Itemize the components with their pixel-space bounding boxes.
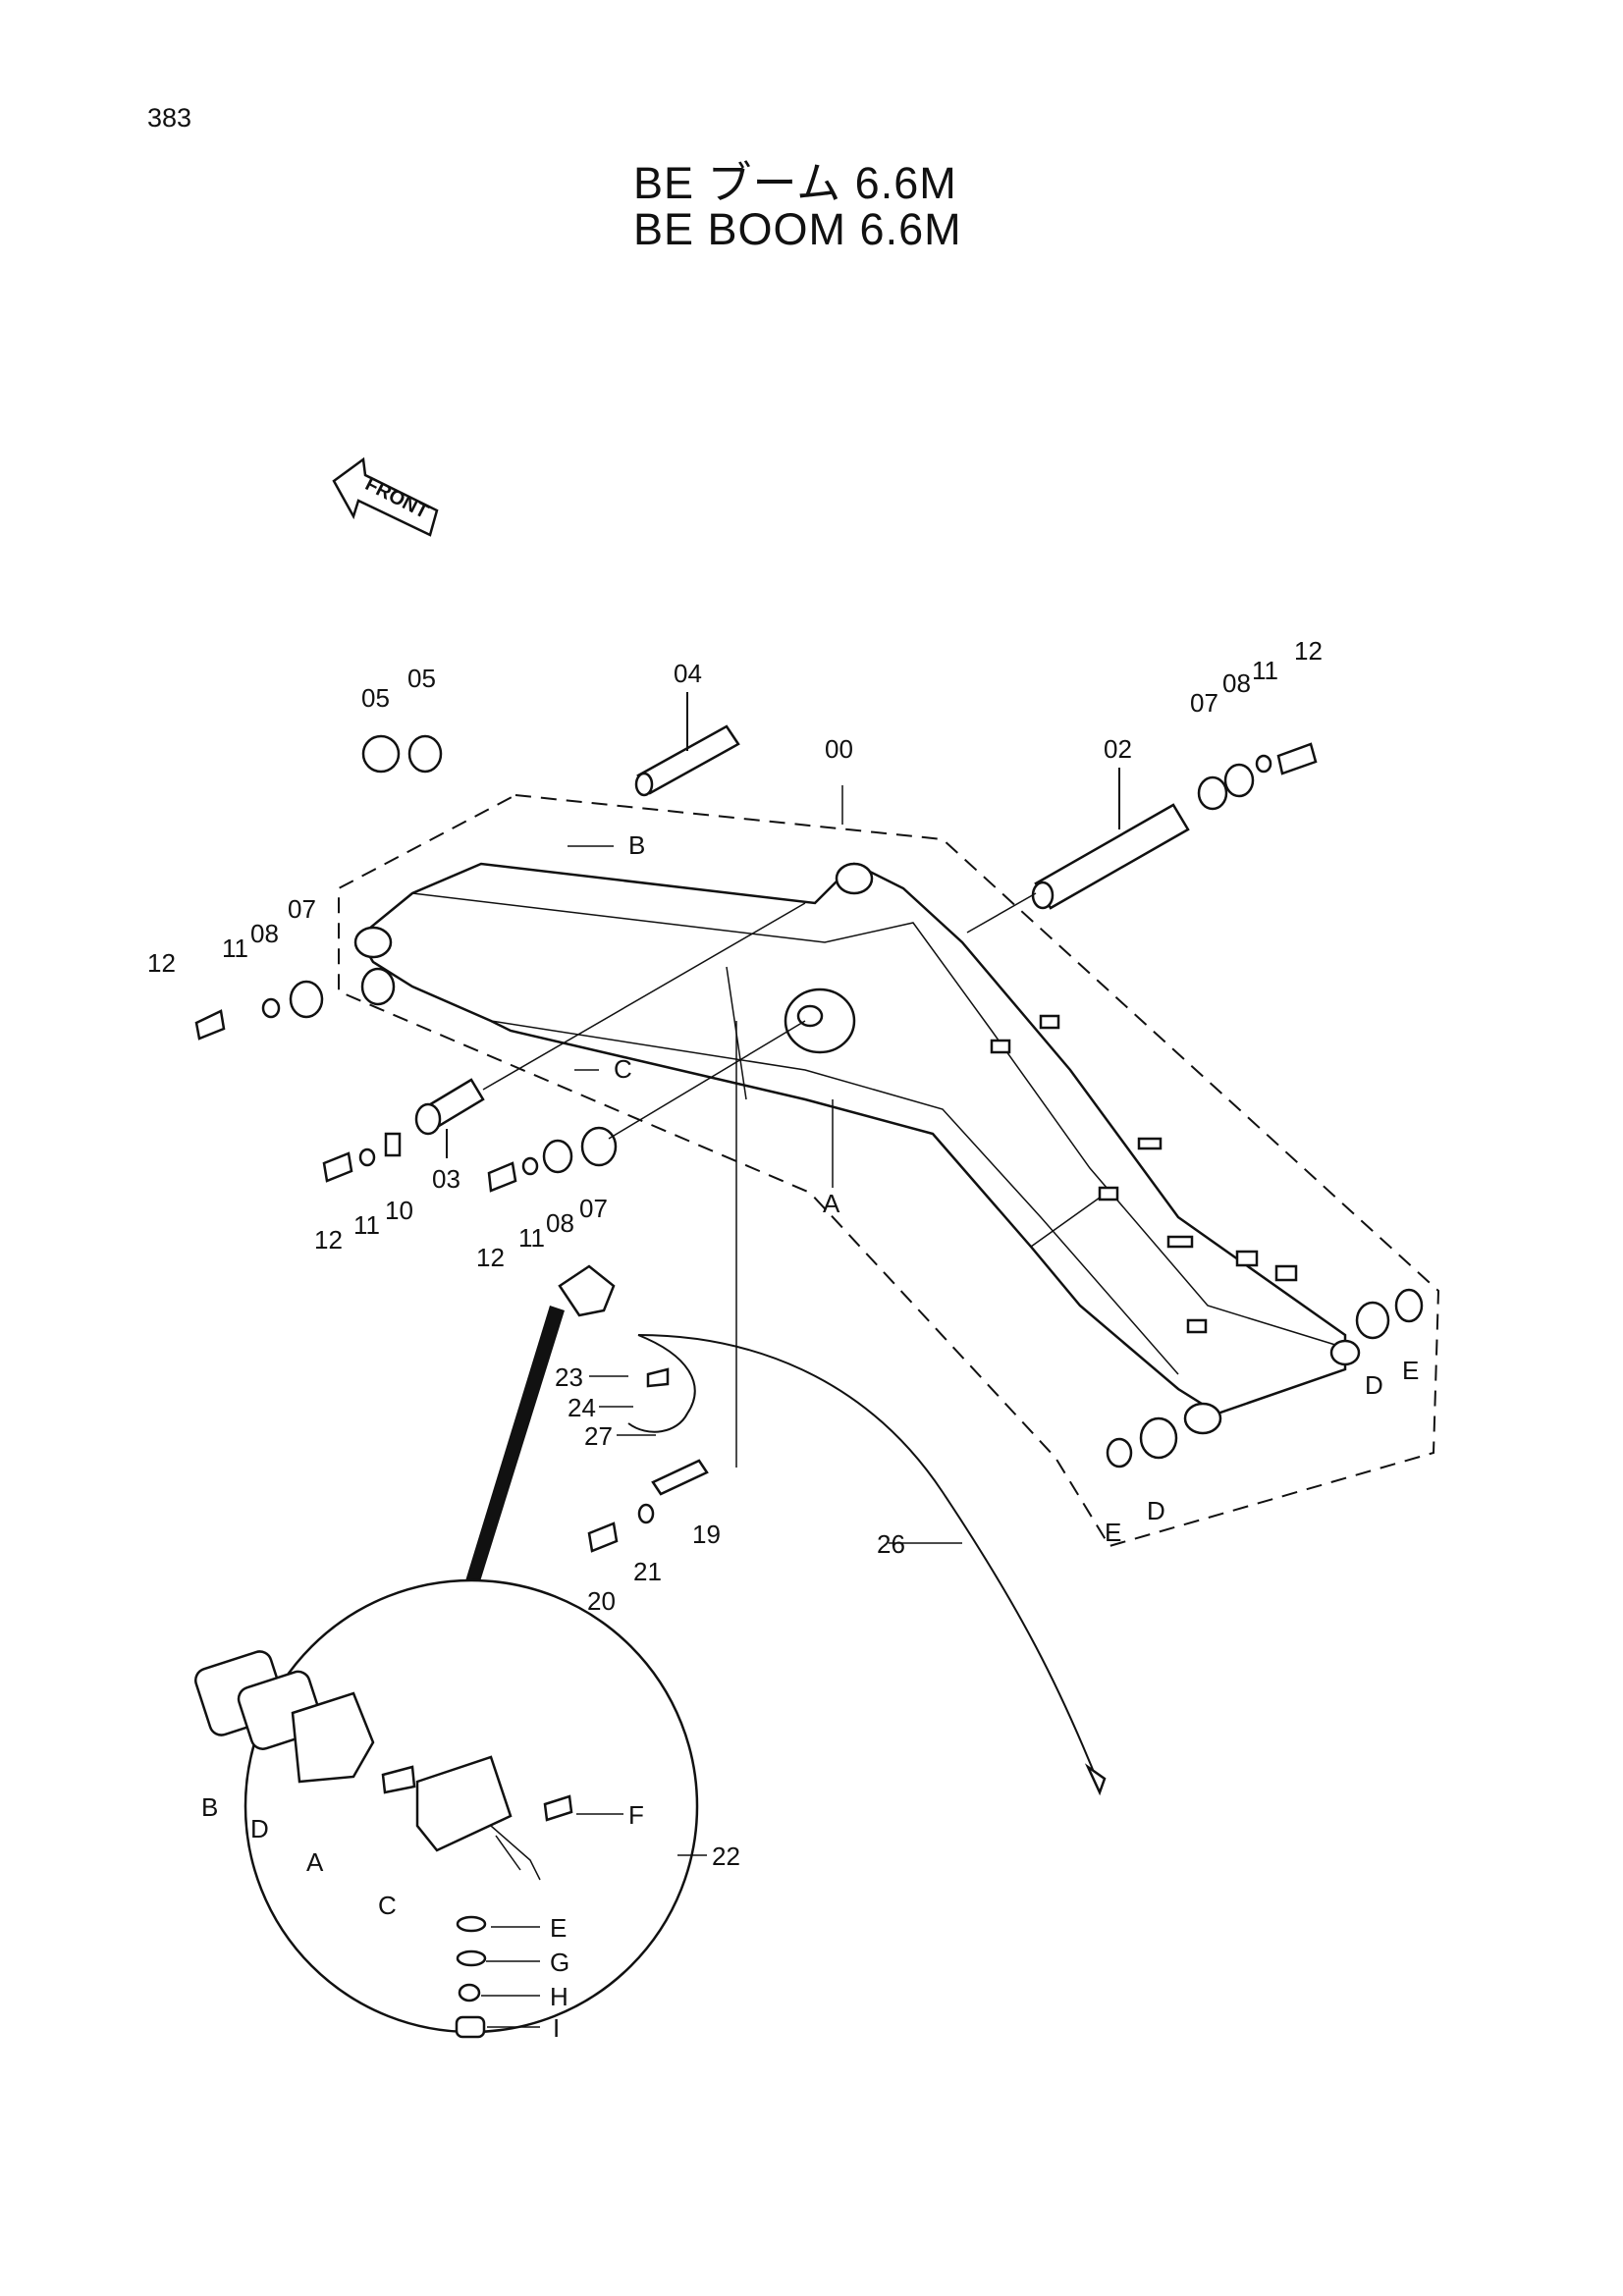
light-detail-view (194, 1578, 699, 2039)
label-23: 23 (555, 1362, 583, 1392)
pin-03 (414, 902, 806, 1158)
label-27: 27 (584, 1421, 613, 1451)
label-02: 02 (1104, 734, 1132, 764)
part-labels: 12 11 08 07 05 05 04 00 02 07 08 11 12 B… (147, 636, 1419, 2043)
label-19: 19 (692, 1520, 721, 1549)
label-07-right: 07 (1190, 688, 1218, 718)
label-21: 21 (633, 1557, 662, 1586)
label-22: 22 (712, 1842, 740, 1871)
label-12: 12 (147, 948, 176, 978)
label-12-lower-a: 12 (314, 1225, 343, 1255)
label-11-lower-a: 11 (353, 1210, 380, 1240)
label-00: 00 (825, 734, 853, 764)
title-japanese: BE ブーム 6.6M (633, 158, 957, 208)
label-05-a: 05 (361, 683, 390, 713)
label-08-lower: 08 (546, 1208, 574, 1238)
ref-H-detail: H (550, 1982, 568, 2011)
ref-I-detail: I (553, 2013, 560, 2043)
ref-C-boom: C (614, 1054, 632, 1084)
label-03: 03 (432, 1164, 460, 1194)
pin-04 (634, 692, 740, 797)
page-number: 383 (147, 103, 192, 133)
label-07-lower: 07 (579, 1194, 608, 1223)
ref-E-right: E (1402, 1356, 1419, 1385)
ref-D-right: D (1365, 1370, 1383, 1400)
ref-C-detail: C (378, 1891, 397, 1920)
label-10: 10 (385, 1196, 413, 1225)
ref-B-boom: B (628, 830, 645, 860)
label-11-right: 11 (1252, 656, 1278, 685)
boom-body (353, 862, 1361, 1435)
left-hardware (194, 734, 806, 1193)
pin-02 (966, 768, 1190, 934)
label-12-right: 12 (1294, 636, 1323, 666)
label-08: 08 (250, 919, 279, 948)
ref-B-detail: B (201, 1792, 218, 1822)
label-11: 11 (222, 934, 248, 963)
label-07: 07 (288, 894, 316, 924)
label-24: 24 (568, 1393, 596, 1422)
ref-A-detail: A (306, 1847, 324, 1877)
right-hardware (1106, 742, 1424, 1468)
label-08-right: 08 (1222, 668, 1251, 698)
front-arrow-icon: FRONT (332, 456, 439, 537)
leader-lines (481, 785, 962, 2028)
ref-G-detail: G (550, 1948, 569, 1977)
ref-D-detail: D (250, 1814, 269, 1843)
ref-A-boom: A (823, 1189, 840, 1218)
title-english: BE BOOM 6.6M (633, 204, 962, 254)
ref-D-lower: D (1147, 1496, 1165, 1525)
work-light-assembly (457, 1021, 1107, 1796)
label-26: 26 (877, 1529, 905, 1559)
ref-E-detail: E (550, 1913, 567, 1943)
label-04: 04 (674, 659, 702, 688)
label-05-b: 05 (407, 664, 436, 693)
label-12-lower-b: 12 (476, 1243, 505, 1272)
label-20: 20 (587, 1586, 616, 1616)
label-11-lower-b: 11 (518, 1223, 545, 1253)
ref-F-detail: F (628, 1800, 644, 1830)
ref-E-lower: E (1105, 1518, 1121, 1547)
